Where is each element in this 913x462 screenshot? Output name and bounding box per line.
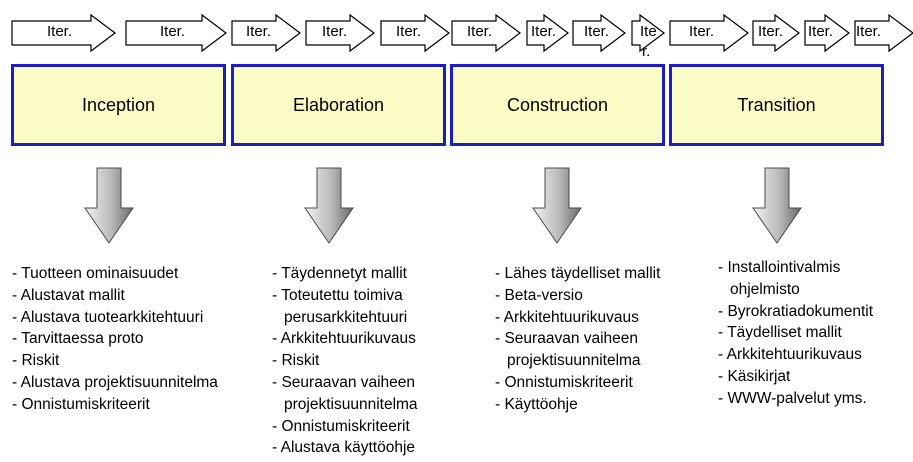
list-item: Alustava projektisuunnitelma <box>12 372 267 394</box>
iteration-label: Iter. <box>322 23 347 40</box>
list-item: Beta-versio <box>495 285 670 307</box>
iteration-arrow: Iter. <box>752 13 800 53</box>
phase-box-transition: Transition <box>669 64 884 146</box>
phase-box-elaboration: Elaboration <box>231 64 446 146</box>
iteration-label: Iter. <box>396 23 421 40</box>
deliverables-elaboration: Täydennetyt mallit Toteutettu toimiva pe… <box>272 263 454 459</box>
iteration-label: Iter. <box>160 23 185 40</box>
phase-label-inception: Inception <box>81 94 156 115</box>
phase-label-transition: Transition <box>737 94 816 115</box>
phase-box-inception: Inception <box>11 64 226 146</box>
iteration-label: Iter. <box>584 23 609 40</box>
list-item: Alustava käyttöohje <box>272 437 454 459</box>
list-item: Arkkitehtuurikuvaus <box>495 307 670 329</box>
iteration-arrow: Iter. <box>11 13 116 53</box>
phase-label-construction: Construction <box>506 94 609 115</box>
iteration-label: Iter. <box>856 23 881 40</box>
deliverables-construction: Lähes täydelliset mallit Beta-versio Ark… <box>495 263 670 416</box>
iteration-arrow: Iter. <box>231 13 301 53</box>
list-item: WWW-palvelut yms. <box>718 388 908 410</box>
iteration-arrow: Iter. <box>572 13 626 53</box>
list-item: Onnistumiskriteerit <box>272 416 454 438</box>
down-arrow-icon <box>84 167 134 244</box>
iteration-label: Iter. <box>246 23 271 40</box>
iteration-arrow: Iter. <box>380 13 450 53</box>
iteration-arrow: Iter. <box>526 13 569 53</box>
list-item: Onnistumiskriteerit <box>495 372 670 394</box>
iteration-label: Ite <box>640 23 657 40</box>
iteration-label: r. <box>642 43 650 60</box>
iteration-label: Iter. <box>531 23 556 40</box>
list-item: Seuraavan vaiheen projektisuunnitelma <box>495 328 670 372</box>
list-item: Käyttöohje <box>495 394 670 416</box>
iteration-arrow: Iter. <box>854 13 913 53</box>
iteration-arrow: Iter. <box>804 13 850 53</box>
list-item: Alustava tuotearkkitehtuuri <box>12 307 267 329</box>
list-item: Käsikirjat <box>718 366 908 388</box>
list-item: Seuraavan vaiheen projektisuunnitelma <box>272 372 454 416</box>
iteration-arrow: Iter. <box>125 13 227 53</box>
iteration-row: Iter.Iter.Iter.Iter.Iter.Iter.Iter.Iter.… <box>11 13 913 60</box>
list-item: Byrokratiadokumentit <box>718 301 908 323</box>
down-arrow-icon <box>304 167 354 244</box>
deliverables-inception: Tuotteen ominaisuudet Alustavat mallit A… <box>12 263 267 416</box>
list-item: Onnistumiskriteerit <box>12 394 267 416</box>
list-item: Arkkitehtuurikuvaus <box>272 328 454 350</box>
list-item: Installointivalmis ohjelmisto <box>718 257 908 301</box>
iteration-label: Iter. <box>689 23 714 40</box>
down-arrow-icon <box>532 167 582 244</box>
iteration-label: Iter. <box>808 23 833 40</box>
list-item: Riskit <box>272 350 454 372</box>
iteration-arrow: Iter. <box>305 13 375 53</box>
iteration-arrow: Iter. <box>669 13 749 53</box>
phase-box-construction: Construction <box>450 64 665 146</box>
list-item: Alustavat mallit <box>12 285 267 307</box>
list-item: Riskit <box>12 350 267 372</box>
list-item: Tuotteen ominaisuudet <box>12 263 267 285</box>
list-item: Tarvittaessa proto <box>12 328 267 350</box>
list-item: Täydennetyt mallit <box>272 263 454 285</box>
iteration-label: Iter. <box>467 23 492 40</box>
iteration-label: Iter. <box>47 23 72 40</box>
iteration-label: Iter. <box>758 23 783 40</box>
list-item: Toteutettu toimiva perusarkkitehtuuri <box>272 285 454 329</box>
list-item: Täydelliset mallit <box>718 322 908 344</box>
iteration-arrow: Iter. <box>451 13 521 53</box>
phase-label-elaboration: Elaboration <box>292 94 385 115</box>
list-item: Arkkitehtuurikuvaus <box>718 344 908 366</box>
down-arrow-icon <box>752 167 802 244</box>
deliverables-transition: Installointivalmis ohjelmisto Byrokratia… <box>718 257 908 410</box>
list-item: Lähes täydelliset mallit <box>495 263 670 285</box>
iteration-arrow: Ite r. <box>631 13 665 60</box>
down-arrows <box>84 167 802 244</box>
